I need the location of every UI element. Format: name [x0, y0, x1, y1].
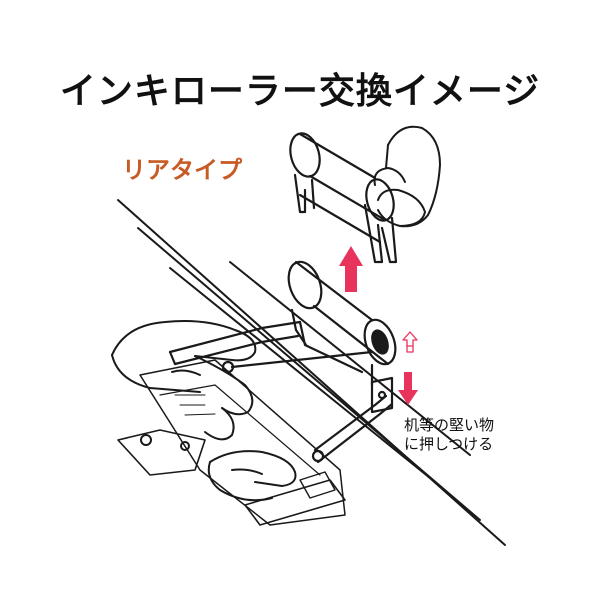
right-hand-icon	[373, 125, 441, 228]
ink-roller-upper-icon	[289, 132, 398, 264]
roller-bracket-icon	[168, 320, 394, 464]
ink-roller-lower-icon	[287, 260, 397, 387]
up-arrow-icon	[339, 246, 363, 292]
machine-body	[117, 199, 506, 546]
page-title: インキローラー交換イメージ	[59, 71, 541, 112]
small-up-arrow-icon	[402, 331, 418, 353]
instruction-line-2: に押しつける	[404, 435, 494, 453]
down-arrow-icon	[398, 372, 418, 405]
instruction-line-1: 机等の堅い物	[404, 416, 495, 434]
left-hand-icon	[111, 320, 257, 441]
type-label: リアタイプ	[122, 156, 242, 184]
instruction-note: 机等の堅い物 に押しつける	[404, 416, 494, 454]
bottom-hand-icon	[207, 450, 297, 502]
